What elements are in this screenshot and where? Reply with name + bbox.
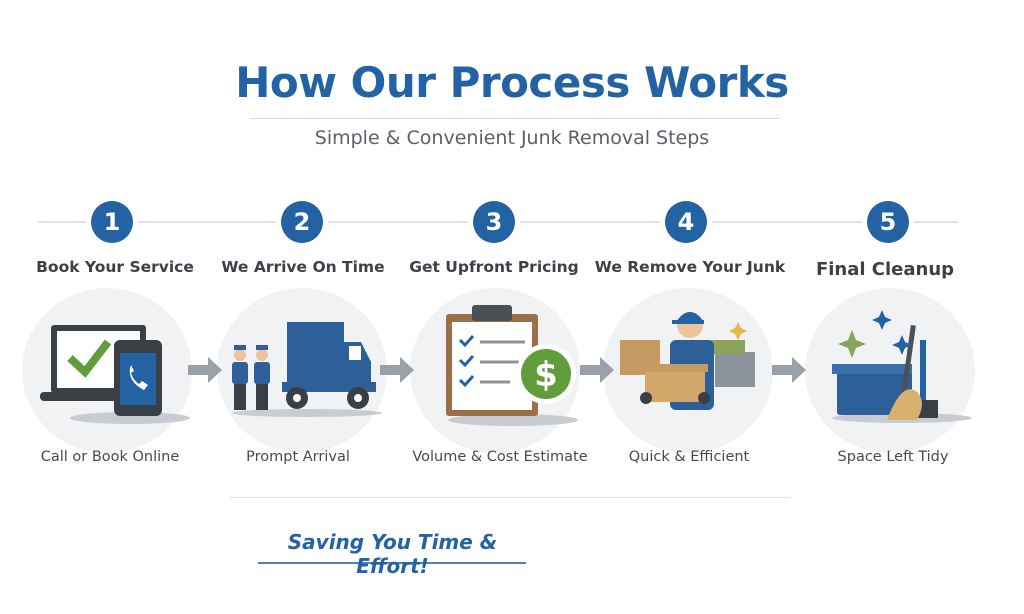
step-2-title: We Arrive On Time bbox=[221, 258, 385, 276]
page-subtitle: Simple & Convenient Junk Removal Steps bbox=[314, 127, 710, 149]
step-3-number: 3 bbox=[473, 201, 515, 243]
tagline-underline bbox=[258, 562, 526, 564]
step-4-title: We Remove Your Junk bbox=[594, 258, 786, 276]
step-1-number: 1 bbox=[91, 201, 133, 243]
broom-sparkle-icon bbox=[832, 310, 972, 423]
tagline: Saving You Time & Effort! bbox=[287, 530, 498, 578]
step-4-caption: Quick & Efficient bbox=[628, 449, 750, 465]
arrow-right-icon bbox=[188, 357, 222, 383]
step-2-number: 2 bbox=[281, 201, 323, 243]
step-1-caption: Call or Book Online bbox=[40, 449, 180, 465]
arrow-right-icon bbox=[380, 357, 414, 383]
step-3-title: Get Upfront Pricing bbox=[409, 258, 579, 276]
step-1-title: Book Your Service bbox=[36, 258, 194, 276]
bottom-divider bbox=[230, 497, 790, 498]
step-5-number: 5 bbox=[867, 201, 909, 243]
laptop-phone-icon bbox=[40, 325, 190, 424]
svg-text:$: $ bbox=[534, 355, 558, 395]
clipboard-dollar-icon: $ bbox=[446, 305, 578, 426]
step-2-caption: Prompt Arrival bbox=[246, 449, 350, 465]
step-5-title: Final Cleanup bbox=[815, 259, 955, 280]
step-4-number: 4 bbox=[665, 201, 707, 243]
step-5-caption: Space Left Tidy bbox=[837, 449, 949, 465]
arrow-right-icon bbox=[772, 357, 806, 383]
worker-box-icon bbox=[620, 312, 755, 410]
truck-crew-icon bbox=[232, 322, 382, 417]
arrow-right-icon bbox=[580, 357, 614, 383]
title-divider bbox=[250, 118, 780, 119]
page-title: How Our Process Works bbox=[235, 58, 789, 107]
step-3-caption: Volume & Cost Estimate bbox=[412, 449, 588, 465]
